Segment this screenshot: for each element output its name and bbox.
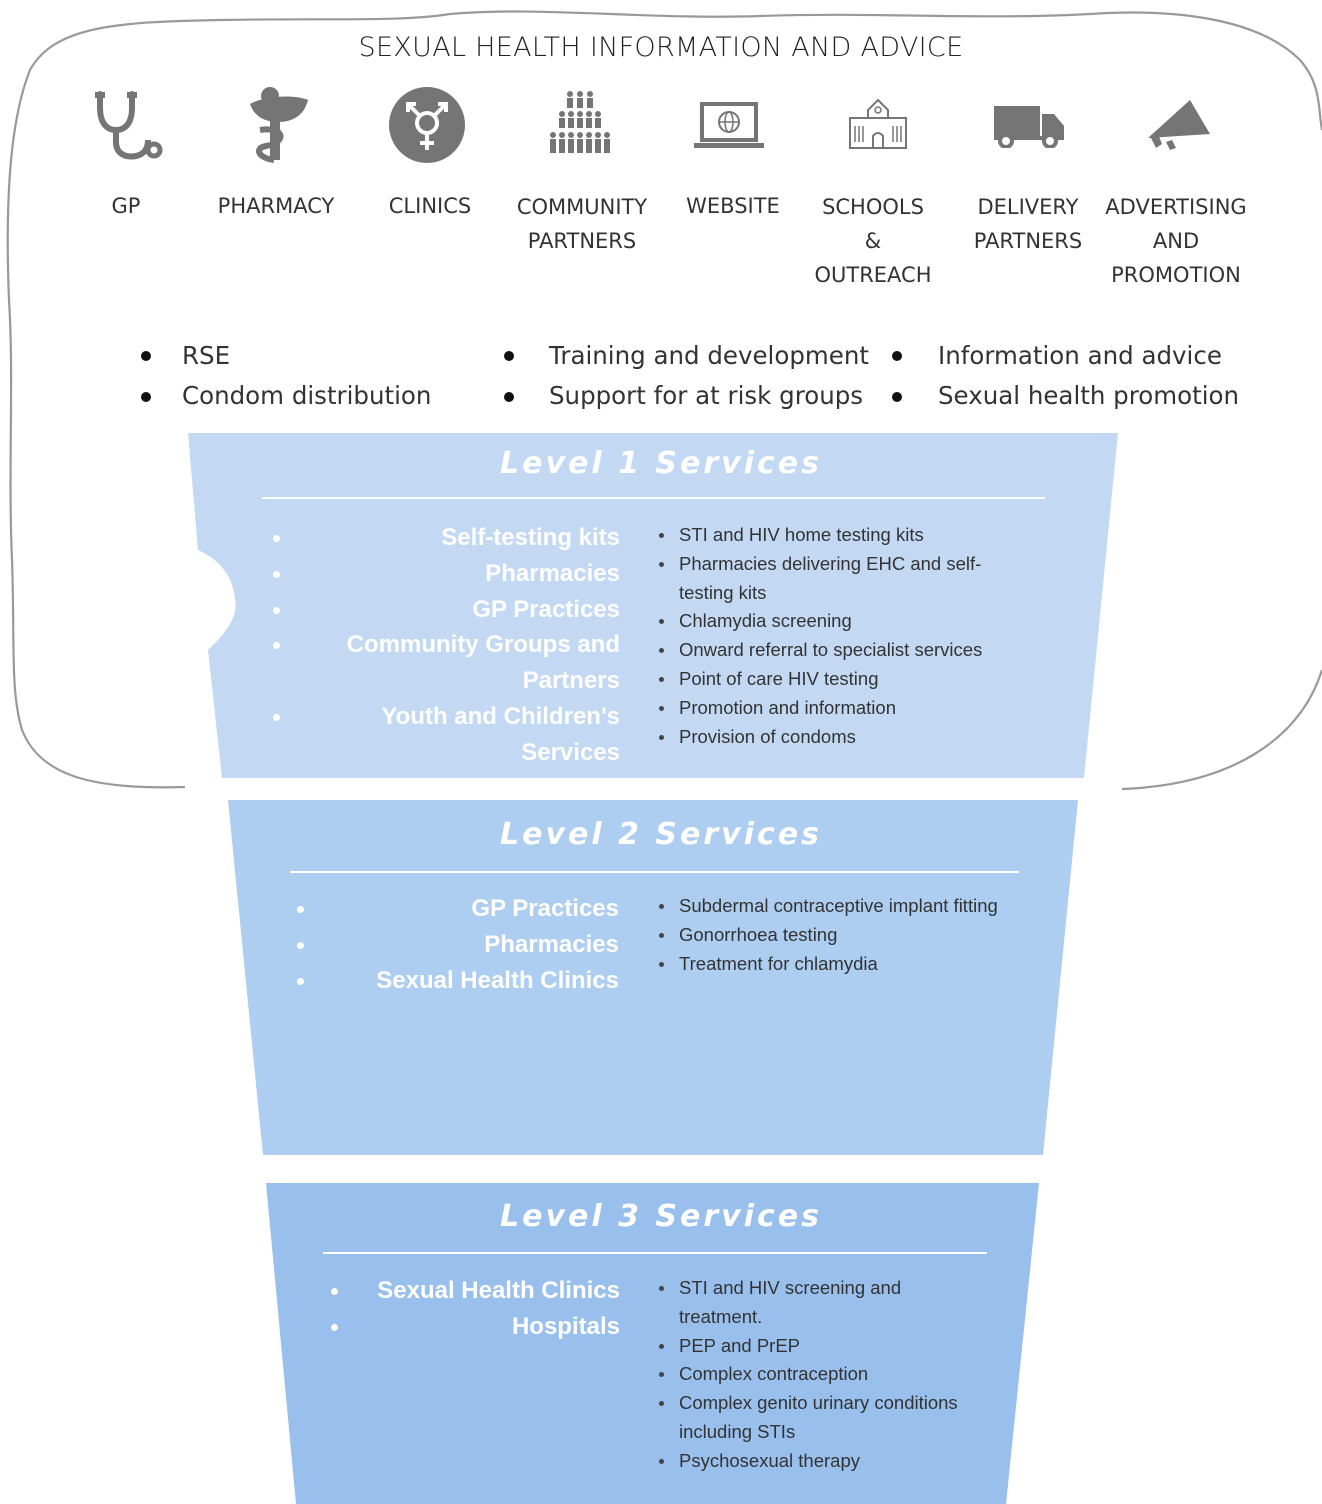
bullet-dot: [141, 351, 151, 361]
service-item: Chlamydia screening: [656, 607, 1026, 636]
caduceus-icon: [250, 87, 308, 163]
bullet-dot: [892, 392, 902, 402]
service-item: Gonorrhoea testing: [656, 921, 1036, 950]
service-item: Onward referral to specialist services: [656, 636, 1026, 665]
service-item: Promotion and information: [656, 694, 1026, 723]
provider-item: Pharmacies: [294, 927, 619, 963]
provider-item: Sexual Health Clinics: [328, 1273, 620, 1309]
level3-divider: [323, 1252, 987, 1254]
provider-item: Sexual Health Clinics: [294, 963, 619, 999]
label-clinics: CLINICS: [388, 194, 472, 218]
label-pharmacy: PHARMACY: [217, 194, 335, 218]
bullet-item: Information and advice: [938, 341, 1222, 370]
bullet-list-col3: Information and advice Sexual health pro…: [938, 336, 1239, 416]
service-item: PEP and PrEP: [656, 1332, 986, 1361]
level1-title: Level 1 Services: [500, 446, 822, 481]
diagram-title: SEXUAL HEALTH INFORMATION AND ADVICE: [358, 32, 964, 63]
provider-item: GP Practices: [270, 592, 620, 628]
provider-item: Self-testing kits: [270, 520, 620, 556]
truck-icon: [994, 106, 1064, 148]
service-item: STI and HIV home testing kits: [656, 521, 1026, 550]
people-group-icon: [550, 91, 610, 153]
bullet-dot: [892, 351, 902, 361]
level2-providers: GP Practices Pharmacies Sexual Health Cl…: [294, 891, 619, 998]
bullet-dot: [504, 351, 514, 361]
service-item: Treatment for chlamydia: [656, 950, 1036, 979]
school-building-icon: [849, 98, 907, 149]
provider-item: Community Groups and Partners: [270, 627, 620, 699]
bullet-list-col2: Training and development Support for at …: [549, 336, 869, 416]
provider-item: Youth and Children's Services: [270, 699, 620, 771]
service-item: Provision of condoms: [656, 723, 1026, 752]
provider-item: Pharmacies: [270, 556, 620, 592]
service-item: Subdermal contraceptive implant fitting: [656, 892, 1036, 921]
service-item: Psychosexual therapy: [656, 1447, 986, 1476]
level2-divider: [290, 871, 1019, 873]
bullet-dot: [141, 392, 151, 402]
service-item: Complex contraception: [656, 1360, 986, 1389]
provider-item: GP Practices: [294, 891, 619, 927]
bullet-dot: [504, 392, 514, 402]
level2-services: Subdermal contraceptive implant fitting …: [656, 892, 1036, 978]
laptop-globe-icon: [694, 102, 764, 148]
bullet-list-col1: RSE Condom distribution: [182, 336, 431, 416]
label-gp: GP: [111, 194, 141, 218]
service-item: STI and HIV screening and treatment.: [656, 1274, 986, 1332]
bullet-item: Sexual health promotion: [938, 381, 1240, 410]
label-website: WEBSITE: [686, 194, 780, 218]
label-schools-outreach: SCHOOLS&OUTREACH: [814, 195, 932, 287]
cloud-outline: [6, 10, 1322, 791]
service-item: Point of care HIV testing: [656, 665, 1026, 694]
gender-symbol-icon: [389, 87, 465, 163]
bullet-item: Training and development: [549, 341, 869, 370]
bullet-item: RSE: [182, 341, 231, 370]
level1-providers: Self-testing kits Pharmacies GP Practice…: [270, 520, 620, 771]
level3-title: Level 3 Services: [500, 1199, 822, 1234]
bullet-item: Support for at risk groups: [549, 381, 864, 410]
bullet-item: Condom distribution: [182, 381, 432, 410]
level3-providers: Sexual Health Clinics Hospitals: [328, 1273, 620, 1345]
provider-item: Hospitals: [328, 1309, 620, 1345]
service-item: Complex genito urinary conditions includ…: [656, 1389, 986, 1447]
level3-services: STI and HIV screening and treatment. PEP…: [656, 1274, 986, 1476]
service-item: Pharmacies delivering EHC and self-testi…: [656, 550, 1026, 608]
megaphone-icon: [1148, 100, 1210, 150]
level1-services: STI and HIV home testing kits Pharmacies…: [656, 521, 1026, 751]
stethoscope-icon: [95, 91, 163, 160]
level2-title: Level 2 Services: [500, 817, 822, 852]
level1-divider: [262, 497, 1045, 499]
